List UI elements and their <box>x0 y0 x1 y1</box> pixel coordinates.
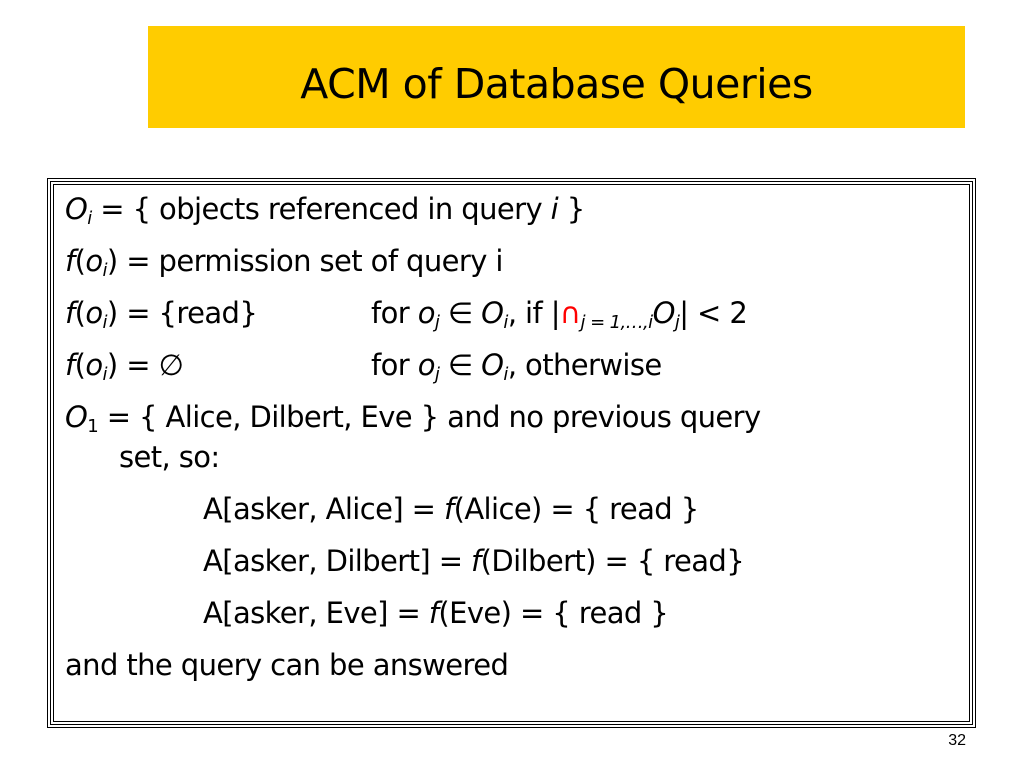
text: , if | <box>507 296 561 330</box>
text: for <box>371 296 418 330</box>
text: set, so: <box>119 440 220 474</box>
paren: ( <box>74 296 86 330</box>
text: , otherwise <box>507 348 662 382</box>
text: (Eve) = { read } <box>438 596 669 630</box>
paren: ( <box>74 244 86 278</box>
subscript-i: i <box>87 208 92 229</box>
text: } <box>558 192 585 226</box>
subscript-i: i <box>102 260 108 281</box>
symbol-f: f <box>471 544 481 578</box>
definition-permission: f(oi) = permission set of query i <box>65 244 504 281</box>
subscript-1: 1 <box>87 416 99 437</box>
slide-title: ACM of Database Queries <box>300 60 813 108</box>
subscript-i: i <box>102 312 108 333</box>
symbol-o: o <box>85 348 103 382</box>
symbol-O: O <box>65 192 88 226</box>
rule-read: f(oi) = {read} for oj ∈ Oi, if |∩j = 1,…… <box>65 296 965 333</box>
symbol-f: f <box>428 596 439 630</box>
acm-entry-dilbert: A[asker, Dilbert] = f(Dilbert) = { read} <box>203 544 745 578</box>
subscript-range: j = 1,…,i <box>580 312 654 333</box>
text: ) = permission set of query i <box>106 244 504 278</box>
subscript-i: i <box>503 364 508 385</box>
symbol-O: O <box>652 296 676 330</box>
subscript-j: j <box>674 312 680 333</box>
symbol-o: o <box>85 296 103 330</box>
text: = { objects referenced in query <box>91 192 551 226</box>
element-of-symbol: ∈ <box>439 348 482 382</box>
subscript-j: j <box>434 312 440 333</box>
empty-set-symbol: ∅ <box>158 348 184 382</box>
symbol-O: O <box>481 296 504 330</box>
symbol-f: f <box>65 244 75 278</box>
condition: for oj ∈ Oi, if |∩j = 1,…,iOj| < 2 <box>371 296 748 333</box>
element-of-symbol: ∈ <box>439 296 482 330</box>
text: (Dilbert) = { read} <box>480 544 745 578</box>
acm-entry-eve: A[asker, Eve] = f(Eve) = { read } <box>203 596 669 630</box>
symbol-f: f <box>443 492 454 526</box>
symbol-f: f <box>65 348 75 382</box>
subscript-i: i <box>102 364 108 385</box>
example-O1-continued: set, so: <box>119 440 220 474</box>
text: ) = <box>106 348 159 382</box>
page-number: 32 <box>948 732 966 749</box>
condition: for oj ∈ Oi, otherwise <box>371 348 662 385</box>
subscript-j: j <box>434 364 440 385</box>
symbol-o: o <box>85 244 103 278</box>
rule-empty: f(oi) = ∅ for oj ∈ Oi, otherwise <box>65 348 965 385</box>
text: = { Alice, Dilbert, Eve } and no previou… <box>98 400 761 434</box>
definition-objects: Oi = { objects referenced in query i } <box>65 192 585 229</box>
title-bar: ACM of Database Queries <box>148 26 965 128</box>
symbol-O: O <box>481 348 504 382</box>
conclusion: and the query can be answered <box>65 648 509 682</box>
intersection-symbol: ∩ <box>559 296 581 330</box>
acm-entry-alice: A[asker, Alice] = f(Alice) = { read } <box>203 492 699 526</box>
text: A[asker, Dilbert] = <box>203 544 472 578</box>
example-O1: O1 = { Alice, Dilbert, Eve } and no prev… <box>65 400 761 437</box>
text: ) = {read} <box>106 296 258 330</box>
subscript-i: i <box>503 312 508 333</box>
text: (Alice) = { read } <box>453 492 700 526</box>
text: for <box>371 348 418 382</box>
paren: ( <box>74 348 86 382</box>
text: A[asker, Eve] = <box>203 596 429 630</box>
content-box: Oi = { objects referenced in query i } f… <box>47 178 976 728</box>
symbol-O: O <box>65 400 88 434</box>
text: and the query can be answered <box>65 648 509 682</box>
text: | < 2 <box>679 296 748 330</box>
text: A[asker, Alice] = <box>203 492 444 526</box>
symbol-f: f <box>65 296 75 330</box>
symbol-o: o <box>417 348 436 382</box>
symbol-o: o <box>417 296 436 330</box>
symbol-i: i <box>550 192 559 226</box>
